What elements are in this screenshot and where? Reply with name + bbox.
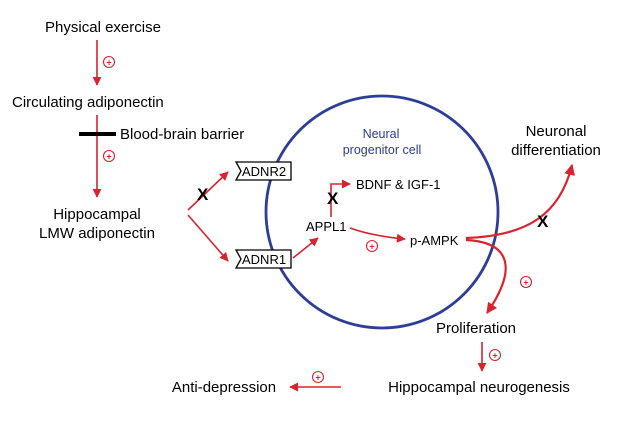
appl1-label: APPL1 <box>306 219 346 234</box>
svg-text:+: + <box>492 350 497 360</box>
bdnf-igf1-label: BDNF & IGF-1 <box>356 177 441 192</box>
arrow-appl1-to-pampk <box>349 227 406 243</box>
anti-depression-label: Anti-depression <box>172 379 276 396</box>
neuronal-label-line1: Neuronal <box>526 123 587 140</box>
plus-icon: + <box>488 348 502 362</box>
neural-progenitor-cell-outline <box>264 94 500 330</box>
arrow-pampk-to-proliferation <box>465 238 507 314</box>
cell-label-line2: progenitor cell <box>343 143 422 157</box>
svg-text:+: + <box>315 372 320 382</box>
proliferation-label: Proliferation <box>436 320 516 337</box>
svg-text:+: + <box>523 277 528 287</box>
block-x-neuronal: X <box>537 212 549 231</box>
hippocampal-label-line2: LMW adiponectin <box>39 225 155 242</box>
adnr1-receptor-box: ADNR1 <box>234 249 292 269</box>
physical-exercise-label: Physical exercise <box>45 19 161 36</box>
arrow-to-adnr1 <box>187 214 229 262</box>
svg-text:+: + <box>106 57 111 67</box>
arrow-appl1-to-bdnf <box>330 179 351 217</box>
block-x-adnr2: X <box>197 185 209 204</box>
arrow-to-adnr2 <box>187 171 229 211</box>
hippocampal-label-line1: Hippocampal <box>53 206 141 223</box>
arrow-pampk-to-neuronal-differentiation <box>465 163 575 240</box>
block-x-bdnf: X <box>327 189 339 208</box>
adnr1-label: ADNR1 <box>242 252 286 267</box>
plus-icon: + <box>311 370 325 384</box>
circulating-adiponectin-label: Circulating adiponectin <box>12 94 164 111</box>
pampk-label: p-AMPK <box>410 233 459 248</box>
adnr2-receptor-box: ADNR2 <box>234 161 292 181</box>
cell-label-line1: Neural <box>363 127 400 141</box>
blood-brain-barrier-label: Blood-brain barrier <box>120 126 244 143</box>
plus-icon: + <box>519 275 533 289</box>
adnr2-label: ADNR2 <box>242 164 286 179</box>
arrow-adnr1-to-appl1 <box>292 237 319 259</box>
plus-icon: + <box>102 55 116 69</box>
neuronal-label-line2: differentiation <box>511 142 601 159</box>
svg-text:+: + <box>369 241 374 251</box>
svg-text:+: + <box>106 151 111 161</box>
hippocampal-neurogenesis-label: Hippocampal neurogenesis <box>388 379 570 396</box>
plus-icon: + <box>365 239 379 253</box>
plus-icon: + <box>102 149 116 163</box>
